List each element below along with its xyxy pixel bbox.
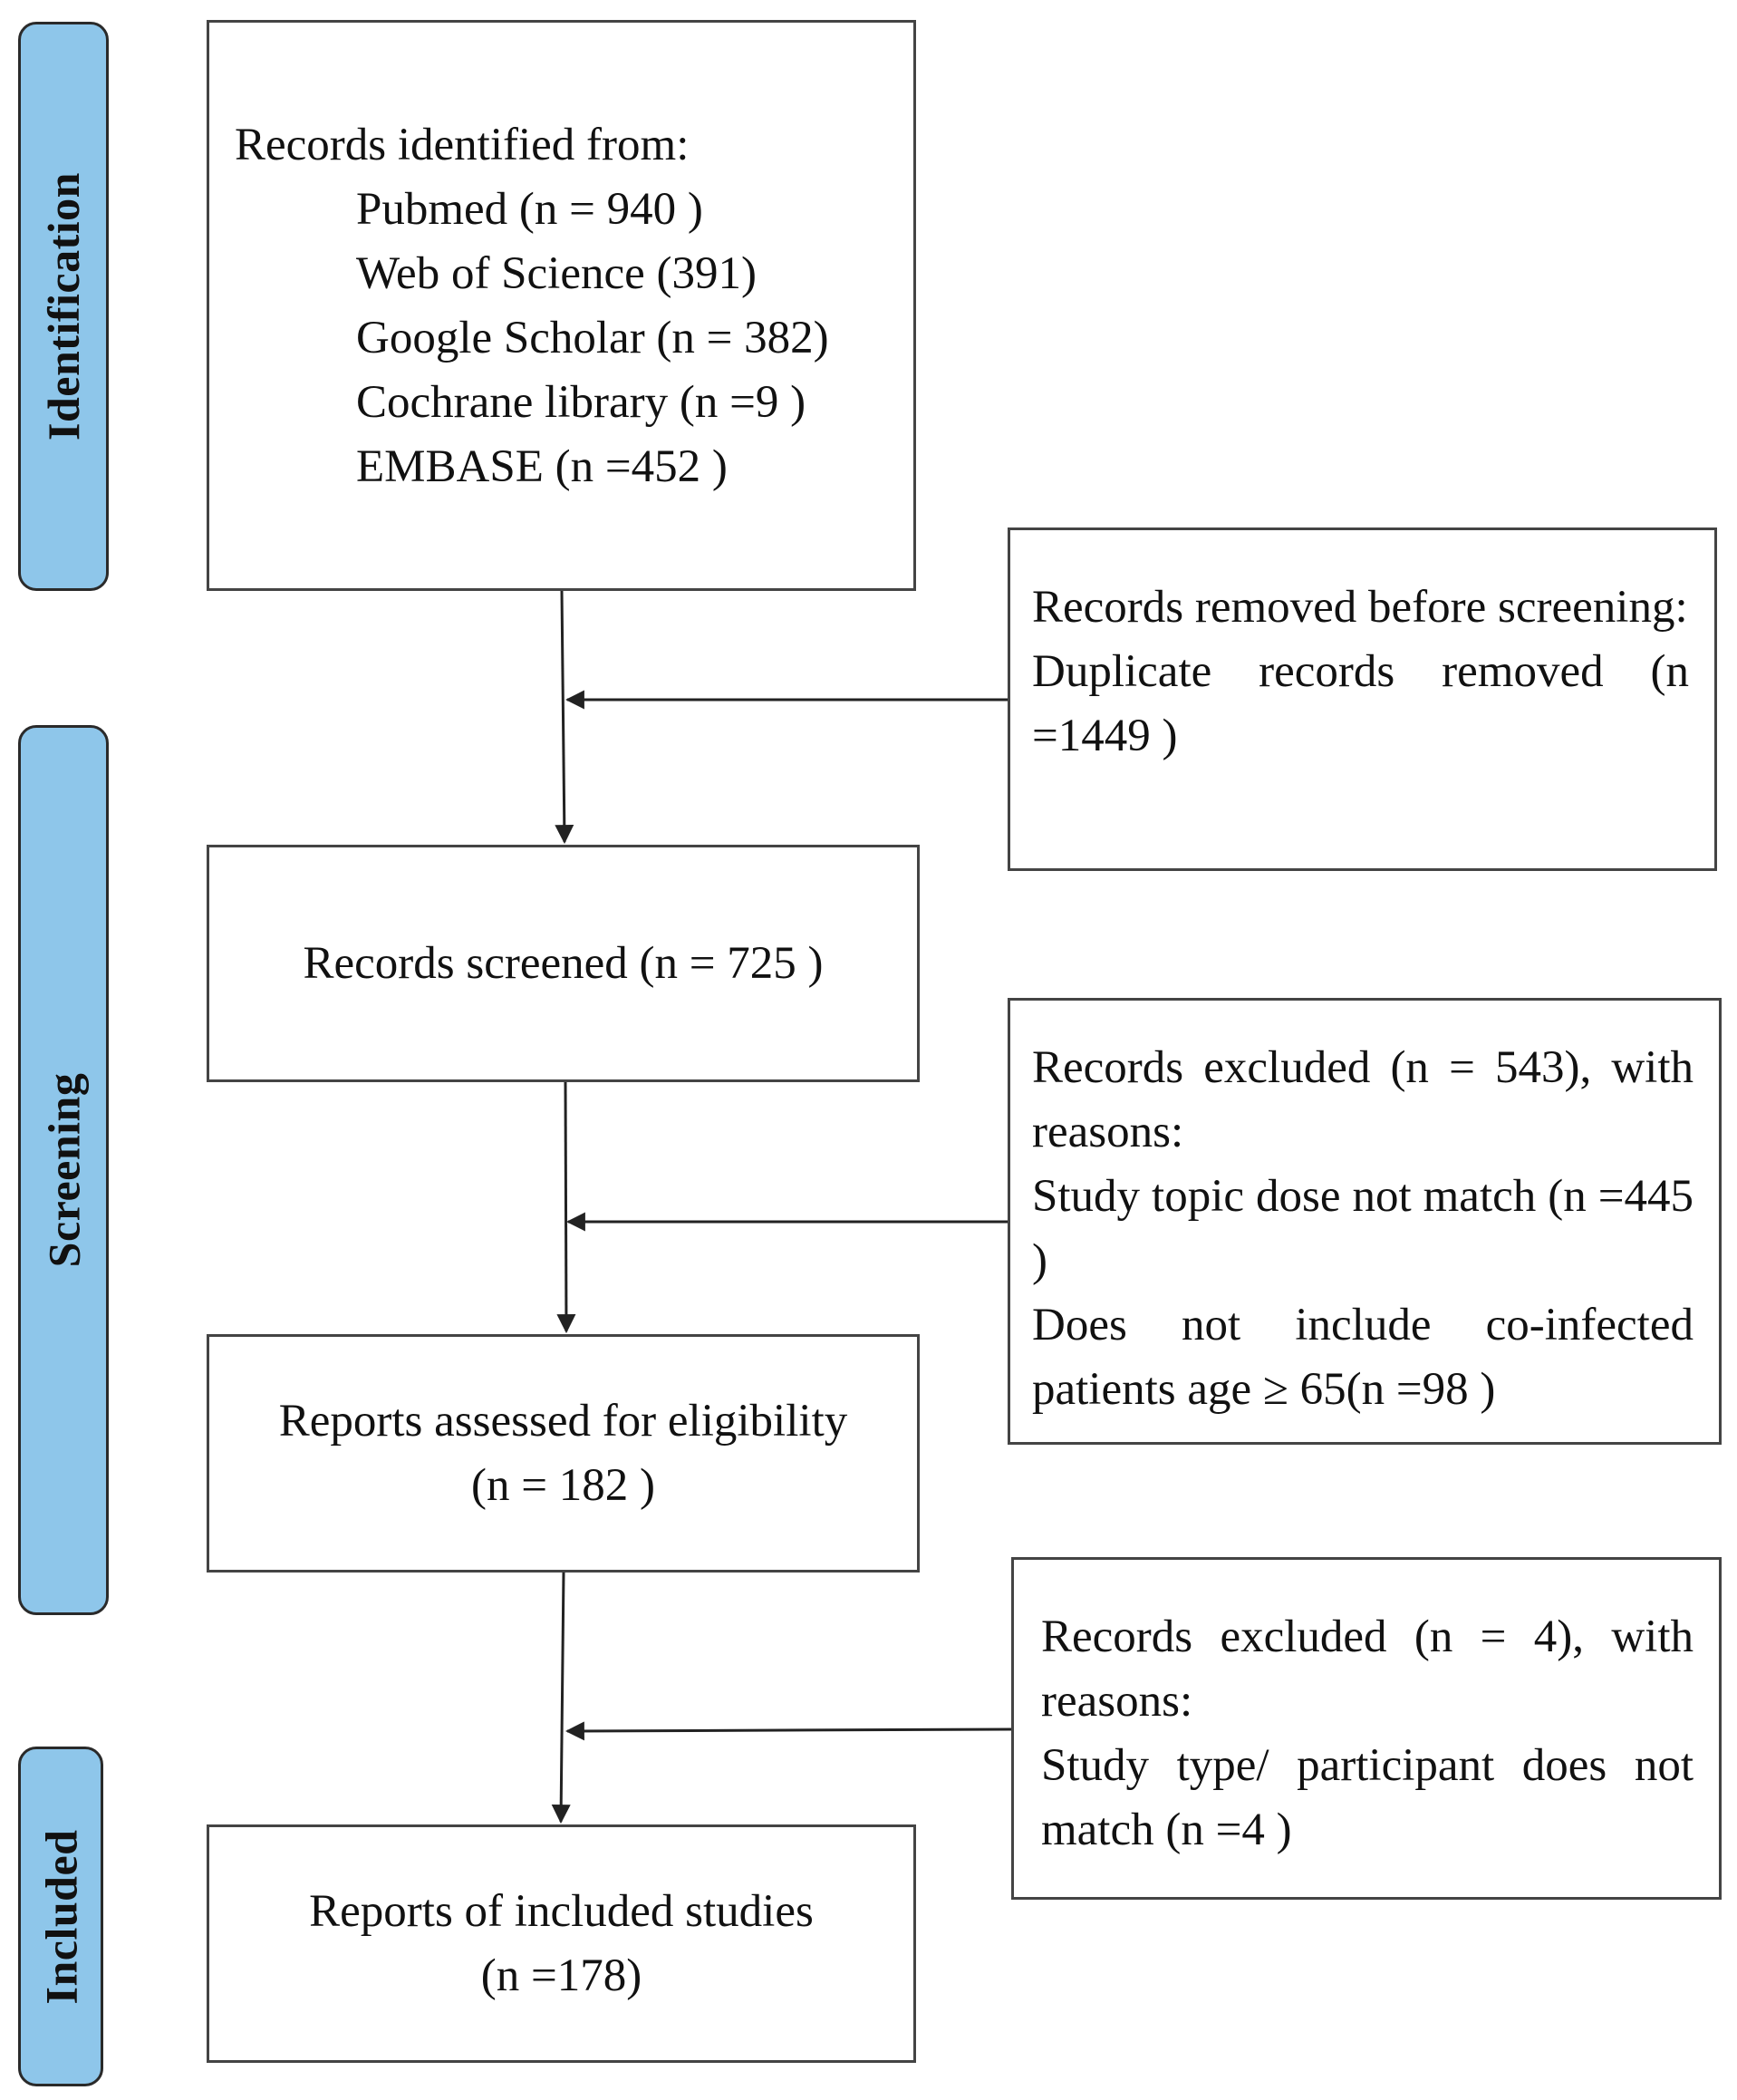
phase-identification: Identification <box>18 22 109 591</box>
source-pubmed: Pubmed (n = 940 ) <box>356 184 703 235</box>
source-google-scholar: Google Scholar (n = 382) <box>356 313 829 363</box>
arrow-screened-to-eligibility <box>556 1081 576 1334</box>
records-screened-text: Records screened (n = 725 ) <box>303 937 824 989</box>
included-line1: Reports of included studies <box>309 1885 814 1937</box>
phase-screening: Screening <box>18 725 109 1615</box>
source-cochrane: Cochrane library (n =9 ) <box>356 377 806 428</box>
source-embase: EMBASE (n =452 ) <box>356 441 728 492</box>
eligibility-line2: (n = 182 ) <box>471 1459 655 1511</box>
excluded-eligibility-heading: Records excluded (n = 4), with reasons: <box>1041 1611 1694 1727</box>
eligibility-box: Reports assessed for eligibility (n = 18… <box>207 1334 920 1573</box>
records-excluded-eligibility-box: Records excluded (n = 4), with reasons: … <box>1011 1557 1722 1900</box>
records-screened-box: Records screened (n = 725 ) <box>207 845 920 1082</box>
records-removed-box: Records removed before screening: Duplic… <box>1008 527 1717 871</box>
source-web-of-science: Web of Science (391) <box>356 248 757 299</box>
included-studies-box: Reports of included studies (n =178) <box>207 1824 916 2063</box>
arrow-eligibility-to-included <box>551 1572 571 1824</box>
duplicate-records-text: Duplicate records removed (n =1449 ) <box>1032 646 1689 761</box>
records-excluded-screening-box: Records excluded (n = 543), with reasons… <box>1008 998 1722 1445</box>
eligibility-line1: Reports assessed for eligibility <box>278 1395 848 1447</box>
excluded-screening-heading: Records excluded (n = 543), with reasons… <box>1032 1042 1694 1157</box>
arrow-excluded-eligibility-to-main <box>565 1721 1012 1741</box>
excluded-screening-reason-age: Does not include co-infected patients ag… <box>1032 1300 1694 1415</box>
arrow-identified-to-screened <box>555 590 574 845</box>
excluded-screening-reason-topic: Study topic dose not match (n =445 ) <box>1032 1171 1694 1286</box>
records-removed-text: Records removed before screening: <box>1032 582 1688 633</box>
records-identified-box: Records identified from: Pubmed (n = 940… <box>207 20 916 591</box>
records-identified-heading: Records identified from: <box>235 120 690 170</box>
included-line2: (n =178) <box>480 1950 642 2001</box>
excluded-eligibility-reason: Study type/ participant does not match (… <box>1041 1740 1694 1855</box>
phase-included: Included <box>18 1747 103 2086</box>
